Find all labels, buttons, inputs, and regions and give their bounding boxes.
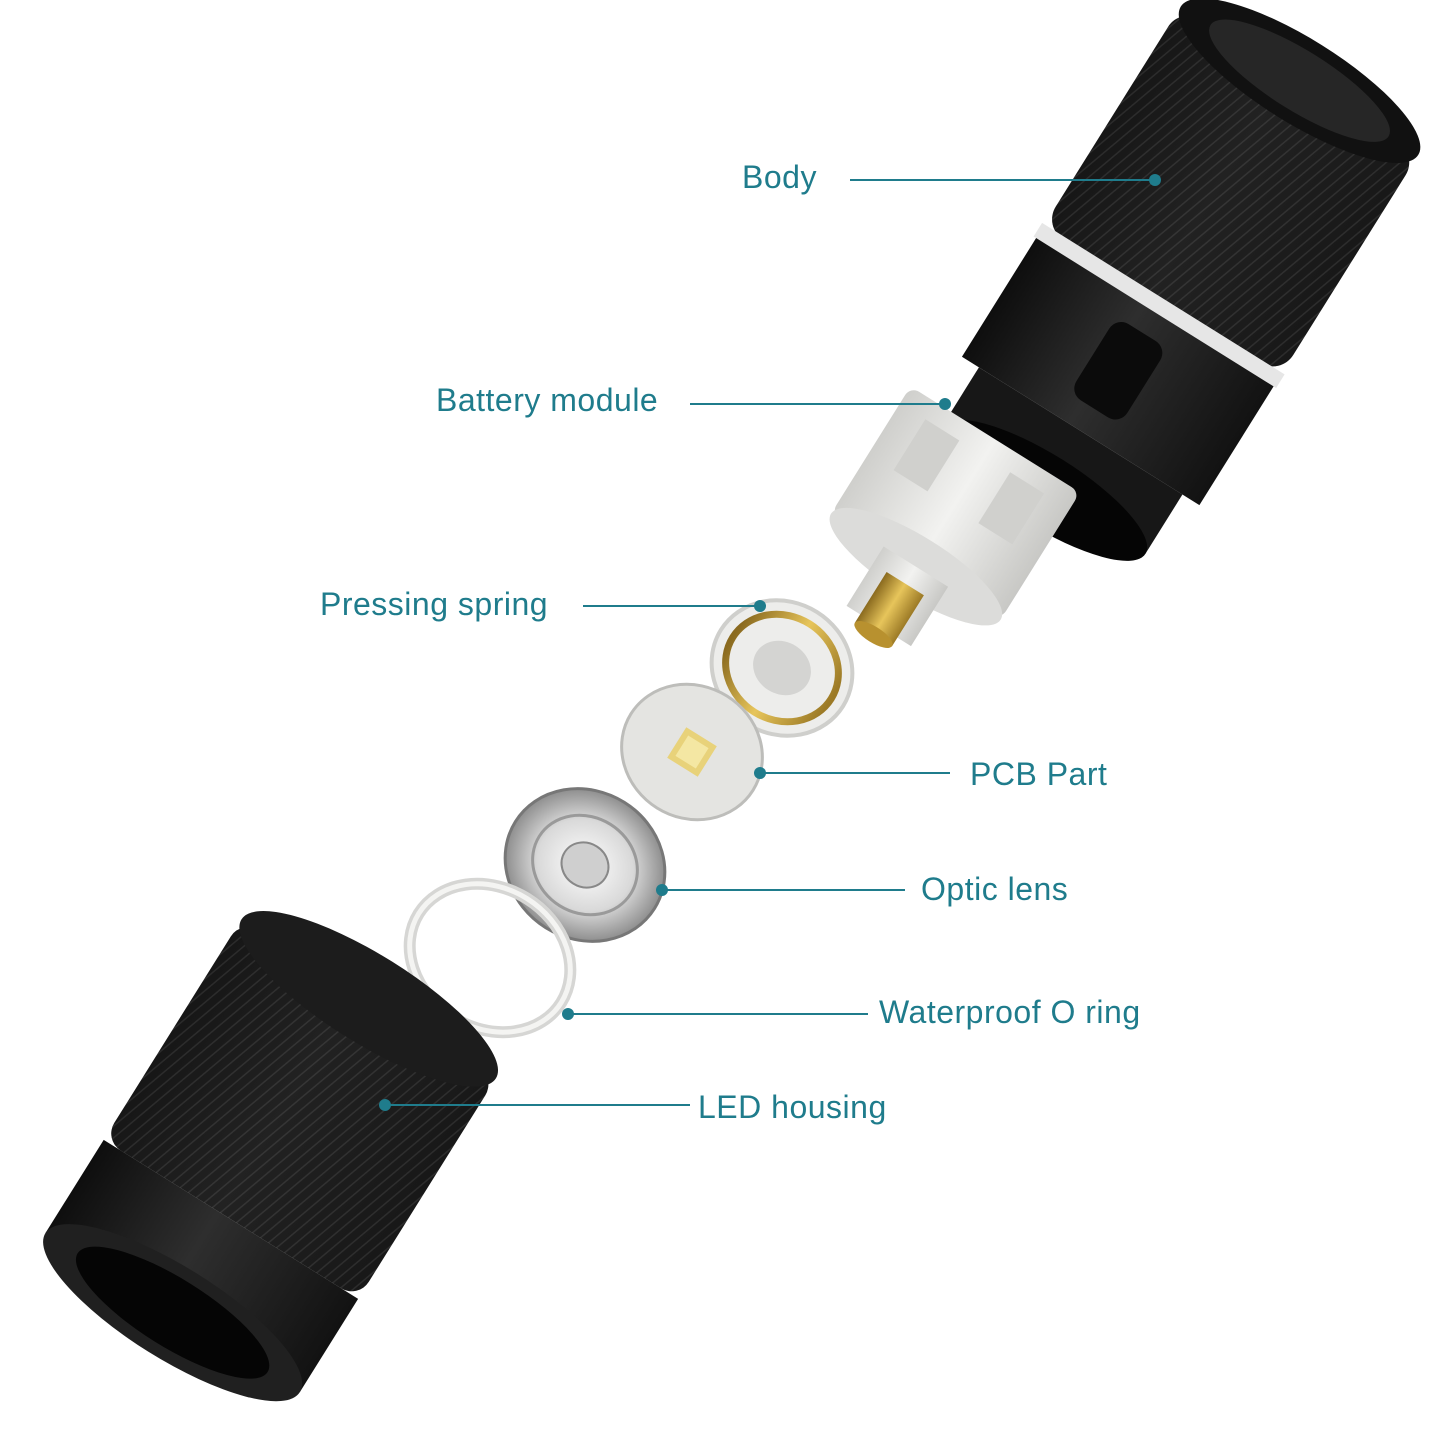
optic-lens-part bbox=[503, 787, 667, 943]
leader-pcb-dot bbox=[754, 767, 766, 779]
leader-body-dot bbox=[1149, 174, 1161, 186]
label-battery-module: Battery module bbox=[436, 382, 659, 418]
label-pcb-part: PCB Part bbox=[970, 756, 1108, 792]
led-housing-part bbox=[43, 911, 499, 1402]
leader-lines bbox=[379, 174, 1161, 1111]
label-led-housing: LED housing bbox=[698, 1089, 887, 1125]
pressing-spring-part bbox=[709, 598, 855, 738]
leader-battery-dot bbox=[939, 398, 951, 410]
label-pressing-spring: Pressing spring bbox=[320, 586, 549, 622]
label-optic-lens: Optic lens bbox=[921, 871, 1069, 907]
leader-optic-dot bbox=[656, 884, 668, 896]
battery-module-part bbox=[829, 390, 1077, 648]
leader-led-dot bbox=[379, 1099, 391, 1111]
leader-spring-dot bbox=[754, 600, 766, 612]
pcb-part bbox=[620, 682, 764, 822]
label-waterproof-o-ring: Waterproof O ring bbox=[879, 994, 1141, 1030]
leader-oring-dot bbox=[562, 1008, 574, 1020]
label-body: Body bbox=[742, 159, 817, 195]
body-part bbox=[940, 0, 1421, 561]
